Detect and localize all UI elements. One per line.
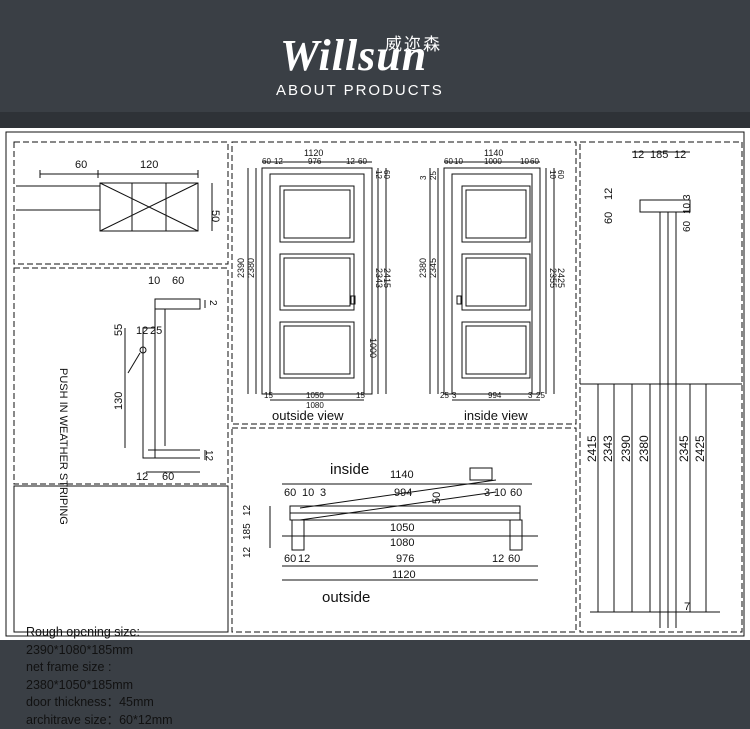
plan-inside-label: inside	[330, 461, 369, 478]
plan-top-left-10: 10	[302, 487, 314, 499]
side-head-60: 60	[603, 212, 615, 224]
frame-dim-right: 120	[140, 159, 158, 171]
plan-top-mid-994: 994	[394, 487, 412, 499]
plan-mid-1050: 1050	[390, 522, 414, 534]
drawing-sheet: 60 120 50 10 60 55 12 25 130 12 60 12 2 …	[0, 128, 750, 640]
inside-left-2345: 2345	[428, 258, 438, 278]
plan-bottom-total: 1120	[392, 569, 416, 581]
plan-top-right-60: 60	[510, 487, 522, 499]
plan-bottom-12a: 12	[298, 553, 310, 565]
side-head-60b: 60	[682, 220, 693, 232]
spec-rough-value: 2390*1080*185mm	[26, 642, 226, 660]
outside-top-12b: 12	[346, 157, 355, 166]
plan-outside-label: outside	[322, 589, 370, 606]
plan-top-total: 1140	[390, 469, 414, 481]
side-head-12: 12	[603, 188, 615, 200]
outside-right-1000: 1000	[368, 338, 378, 358]
inside-right-60: 60	[556, 170, 565, 179]
inside-top-60a: 60	[444, 157, 453, 166]
frame-dim-left: 60	[75, 159, 87, 171]
outside-top-976: 976	[308, 157, 322, 166]
strip-dim-25: 25	[150, 325, 162, 337]
plan-bottom-976: 976	[396, 553, 414, 565]
inside-bottom-25a: 25	[440, 391, 449, 400]
header-banner: Willsun 威迩森 ABOUT PRODUCTS	[0, 0, 750, 112]
inside-bottom-3b: 3	[528, 391, 533, 400]
side-height-2380: 2380	[637, 435, 651, 462]
outside-bottom-1050: 1050	[306, 391, 324, 400]
outside-bottom-15a: 15	[264, 391, 273, 400]
strip-dim-12: 12	[136, 325, 148, 337]
plan-bottom-60b: 60	[508, 553, 520, 565]
outside-right-12: 12	[374, 170, 383, 179]
plan-swing-50: 50	[431, 492, 443, 504]
outside-left-2380: 2380	[246, 258, 256, 278]
strip-dim-55: 55	[113, 324, 125, 336]
side-head-3: 3	[682, 194, 693, 200]
plan-bottom-12b: 12	[492, 553, 504, 565]
spec-architrave: architrave size：60*12mm	[26, 712, 226, 729]
outside-top-60b: 60	[358, 157, 367, 166]
plan-side-185: 185	[242, 523, 253, 540]
inside-bottom-994: 994	[488, 391, 502, 400]
plan-side-12b: 12	[242, 546, 253, 558]
side-height-2345: 2345	[677, 435, 691, 462]
frame-dim-side: 50	[209, 210, 221, 222]
side-bottom-7: 7	[684, 601, 690, 613]
plan-top-left-3: 3	[320, 487, 326, 499]
side-height-2390: 2390	[619, 435, 633, 462]
inside-view-caption: inside view	[464, 408, 528, 423]
side-height-2343: 2343	[601, 435, 615, 462]
inside-left-25: 25	[429, 171, 438, 180]
spec-thickness: door thickness：45mm	[26, 694, 226, 712]
outside-top-60a: 60	[262, 157, 271, 166]
outside-view-caption: outside view	[272, 408, 344, 423]
inside-right-10: 10	[548, 170, 557, 179]
side-height-2425: 2425	[693, 435, 707, 462]
spec-frame-label: net frame size :	[26, 659, 226, 677]
strip-dim-2: 2	[207, 300, 218, 306]
weather-strip-note: PUSH IN WEATHER STRIPING	[57, 368, 69, 525]
outside-left-2390: 2390	[236, 258, 246, 278]
inside-top-10a: 10	[454, 157, 463, 166]
strip-dim-60b: 60	[162, 471, 174, 483]
technical-drawing: 60 120 50 10 60 55 12 25 130 12 60 12 2 …	[0, 128, 750, 640]
plan-mid-1080: 1080	[390, 537, 414, 549]
strip-dim-10: 10	[148, 275, 160, 287]
outside-bottom-15b: 15	[356, 391, 365, 400]
side-top-12a: 12	[632, 149, 644, 161]
strip-dim-60: 60	[172, 275, 184, 287]
inside-top-60b: 60	[530, 157, 539, 166]
inside-top-10b: 10	[520, 157, 529, 166]
plan-top-left-60: 60	[284, 487, 296, 499]
page-subtitle: ABOUT PRODUCTS	[276, 82, 444, 99]
spec-rough-label: Rough opening size:	[26, 624, 226, 642]
inside-top-1000: 1000	[484, 157, 502, 166]
spec-frame-value: 2380*1050*185mm	[26, 677, 226, 695]
inside-left-2380: 2380	[418, 258, 428, 278]
inside-left-3: 3	[419, 175, 428, 180]
plan-top-right-3: 3	[484, 487, 490, 499]
plan-bottom-60a: 60	[284, 553, 296, 565]
header-divider	[0, 112, 750, 128]
inside-bottom-25b: 25	[536, 391, 545, 400]
side-height-2415: 2415	[585, 435, 599, 462]
side-top-185: 185	[650, 149, 668, 161]
plan-side-12a: 12	[242, 504, 253, 516]
inside-right-2425: 2425	[556, 268, 566, 288]
plan-top-right-10: 10	[494, 487, 506, 499]
side-head-10: 10	[682, 202, 693, 214]
strip-dim-130: 130	[113, 392, 125, 410]
outside-right-2415: 2415	[382, 268, 392, 288]
inside-bottom-3a: 3	[452, 391, 457, 400]
strip-dim-12c: 12	[203, 450, 214, 462]
brand-chinese-name: 威迩森	[385, 30, 442, 55]
side-top-12b: 12	[674, 149, 686, 161]
strip-dim-12b: 12	[136, 471, 148, 483]
outside-top-12a: 12	[274, 157, 283, 166]
outside-right-60: 60	[382, 170, 391, 179]
